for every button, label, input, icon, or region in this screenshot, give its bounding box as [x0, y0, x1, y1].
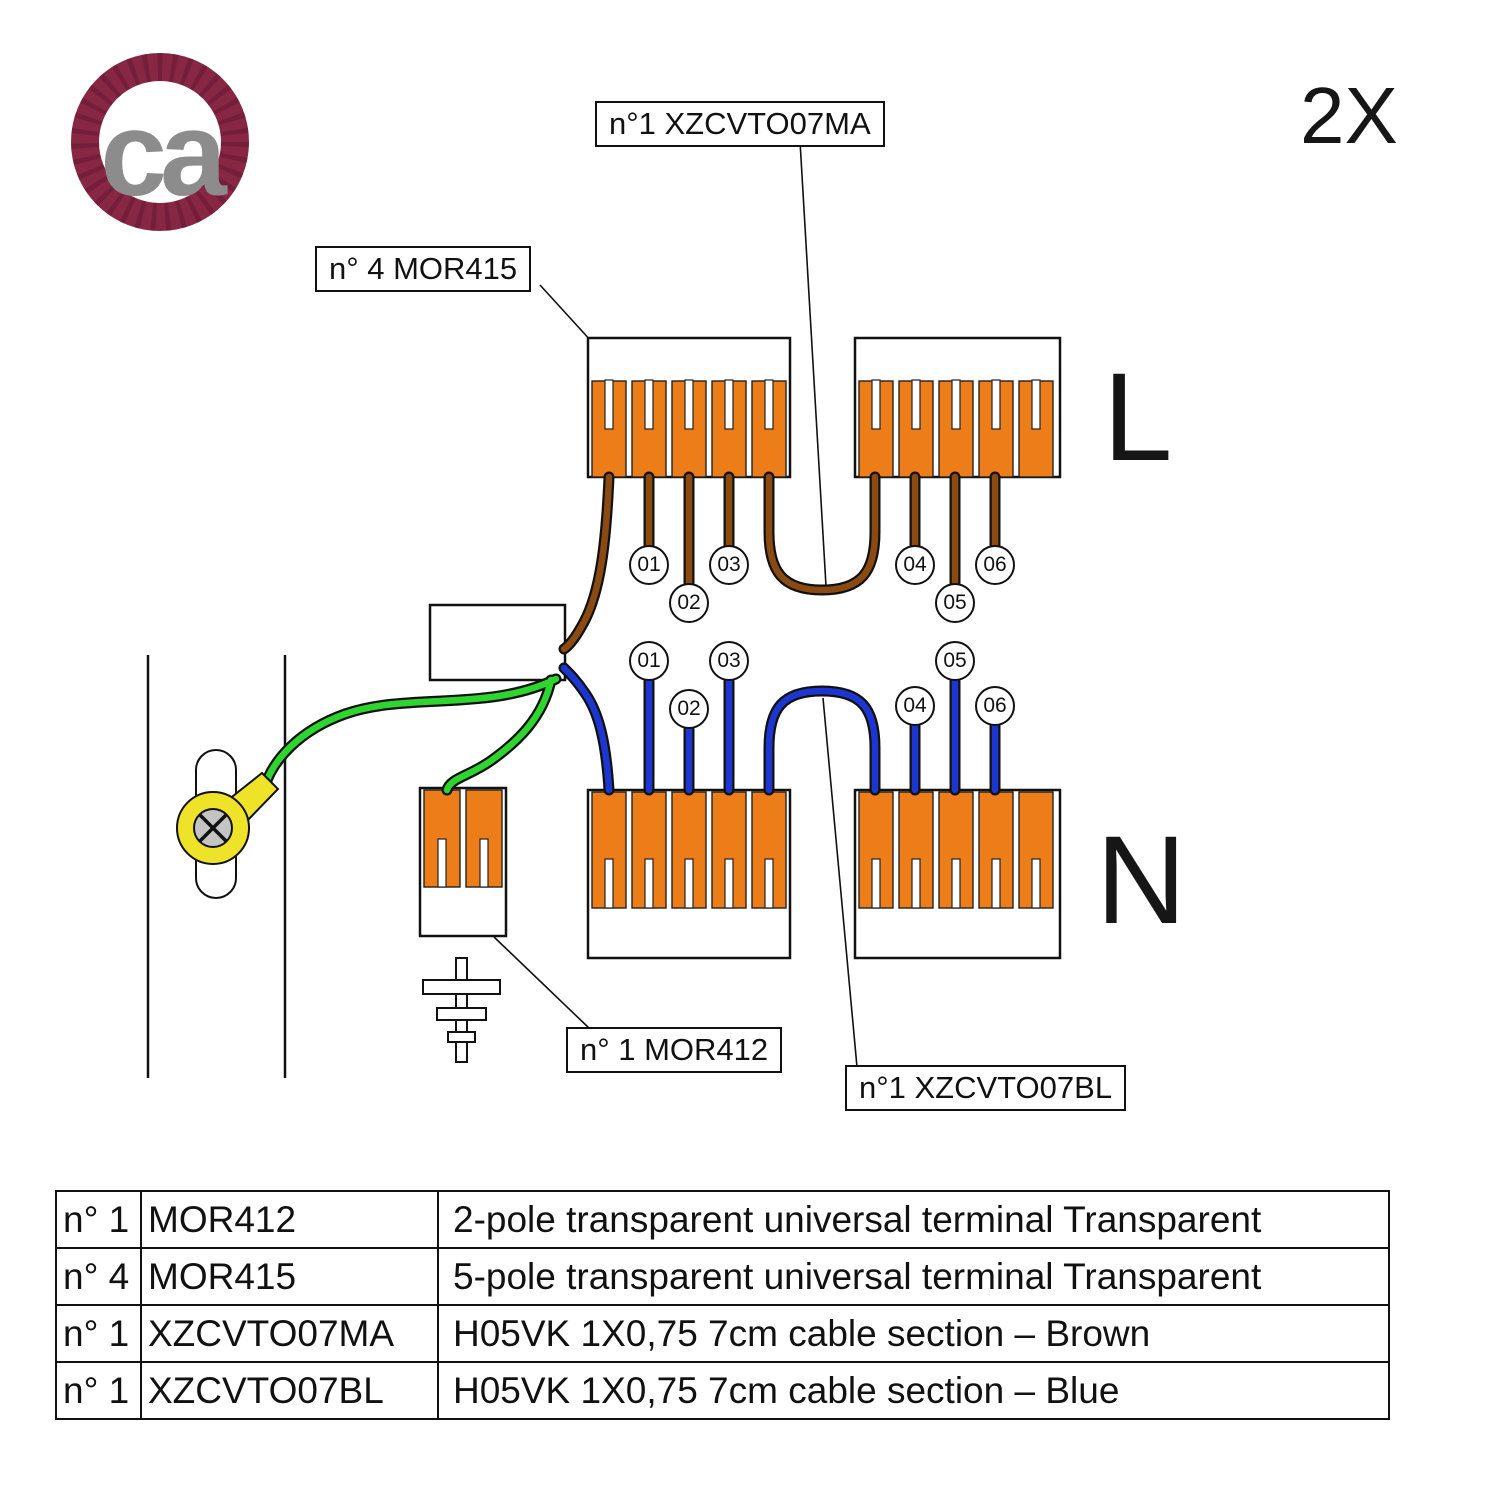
wire-number-top-02: 02: [669, 583, 709, 623]
wire-number-top-06: 06: [975, 545, 1015, 585]
leader-lines: [493, 140, 858, 1068]
part-description: 2-pole transparent universal terminal Tr…: [437, 1190, 1390, 1249]
part-code: MOR415: [140, 1247, 439, 1306]
part-code: MOR412: [140, 1190, 439, 1249]
wire-number-bottom-05: 05: [935, 641, 975, 681]
part-description: 5-pole transparent universal terminal Tr…: [437, 1247, 1390, 1306]
part-code: XZCVTO07MA: [140, 1304, 439, 1363]
line-marker: L: [1103, 348, 1173, 487]
part-qty: n° 1: [55, 1304, 142, 1363]
parts-table-row: n° 1 XZCVTO07MA H05VK 1X0,75 7cm cable s…: [55, 1304, 1390, 1363]
wire-number-top-04: 04: [895, 545, 935, 585]
terminal-block-5pole-bottom-right: [853, 788, 1062, 960]
parts-table: n° 1 MOR412 2-pole transparent universal…: [55, 1190, 1390, 1420]
parts-table-row: n° 1 XZCVTO07BL H05VK 1X0,75 7cm cable s…: [55, 1361, 1390, 1420]
parts-table-row: n° 4 MOR415 5-pole transparent universal…: [55, 1247, 1390, 1306]
blue-neutral-wires: [564, 668, 995, 790]
wire-number-bottom-06: 06: [975, 686, 1015, 726]
part-qty: n° 4: [55, 1247, 142, 1306]
label-cable-blue: n°1 XZCVTO07BL: [845, 1065, 1127, 1111]
earth-ground-symbol-icon: [422, 957, 501, 1063]
part-description: H05VK 1X0,75 7cm cable section – Blue: [437, 1361, 1390, 1420]
part-qty: n° 1: [55, 1190, 142, 1249]
wire-number-top-05: 05: [935, 583, 975, 623]
neutral-marker: N: [1096, 811, 1187, 950]
quantity-multiplier: 2X: [1300, 71, 1398, 160]
green-earth-wires: [264, 679, 556, 790]
wire-number-top-01: 01: [629, 545, 669, 585]
terminal-block-5pole-bottom-left: [586, 788, 792, 960]
label-terminal-5pole: n° 4 MOR415: [315, 246, 532, 292]
terminal-block-2pole: [418, 786, 508, 938]
brand-logo-text: ca: [100, 87, 226, 221]
part-code: XZCVTO07BL: [140, 1361, 439, 1420]
wire-number-top-03: 03: [709, 545, 749, 585]
terminal-block-5pole-top-right: [853, 336, 1062, 479]
parts-table-row: n° 1 MOR412 2-pole transparent universal…: [55, 1190, 1390, 1249]
wire-number-bottom-03: 03: [709, 641, 749, 681]
part-qty: n° 1: [55, 1361, 142, 1420]
terminal-block-5pole-top-left: [586, 336, 792, 479]
part-description: H05VK 1X0,75 7cm cable section – Brown: [437, 1304, 1390, 1363]
wire-number-bottom-02: 02: [669, 689, 709, 729]
earth-ring-terminal: [176, 771, 280, 865]
label-cable-brown: n°1 XZCVTO07MA: [595, 101, 885, 147]
cable-junction-box: [428, 603, 567, 682]
wire-number-bottom-01: 01: [629, 641, 669, 681]
wire-number-bottom-04: 04: [895, 686, 935, 726]
label-terminal-2pole: n° 1 MOR412: [566, 1027, 783, 1073]
logo-rope-ring-icon: [71, 53, 249, 231]
